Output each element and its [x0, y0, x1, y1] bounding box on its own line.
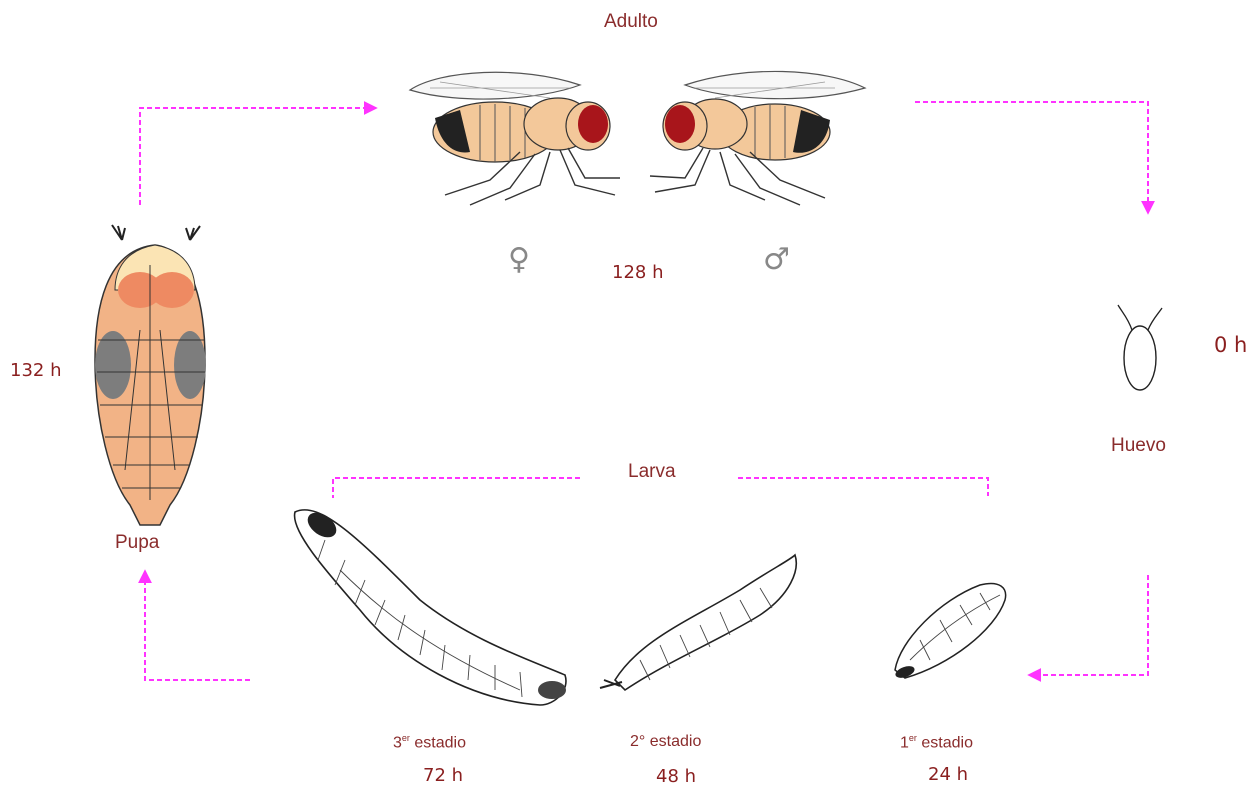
arrow-egg-to-larva — [1030, 575, 1148, 675]
larva-2-stage-number: 2° — [630, 733, 645, 750]
adult-time: 128 h — [612, 262, 664, 283]
arrow-adult-to-egg — [915, 102, 1148, 212]
male-symbol-icon: ♂ — [763, 242, 790, 277]
larva-3-illustration — [295, 508, 566, 705]
adult-label: Adulto — [604, 11, 658, 33]
pupa-time: 132 h — [10, 360, 62, 381]
larva-1-stage-number: 1 — [900, 734, 909, 751]
larva-3-stage-text: estadio — [410, 734, 466, 751]
larva-1-stage-text: estadio — [917, 734, 973, 751]
larva-3-stage-label: 3er estadio — [393, 733, 466, 752]
larva-2-illustration — [600, 555, 796, 690]
egg-label: Huevo — [1111, 435, 1166, 457]
male-fly-illustration — [650, 71, 865, 205]
larva-bracket-right — [738, 478, 988, 496]
pupa-illustration — [95, 225, 206, 525]
female-fly-illustration — [410, 72, 620, 205]
larva-bracket-left — [333, 478, 580, 498]
pupa-label: Pupa — [115, 532, 159, 554]
larva-2-time: 48 h — [656, 766, 696, 787]
larva-2-stage-text: estadio — [645, 733, 701, 750]
female-symbol-icon: ♀ — [508, 242, 530, 277]
egg-time: 0 h — [1214, 333, 1247, 357]
larva-3-stage-suffix: er — [402, 733, 410, 743]
arrow-larva-to-pupa — [145, 572, 250, 680]
egg-illustration — [1118, 305, 1162, 390]
larva-3-stage-number: 3 — [393, 734, 402, 751]
larva-label: Larva — [628, 461, 676, 483]
larva-1-stage-suffix: er — [909, 733, 917, 743]
larva-1-time: 24 h — [928, 764, 968, 785]
larva-1-illustration — [894, 583, 1006, 680]
arrow-pupa-to-adult — [140, 108, 375, 205]
larva-2-stage-label: 2° estadio — [630, 733, 701, 751]
larva-3-time: 72 h — [423, 765, 463, 786]
larva-1-stage-label: 1er estadio — [900, 733, 973, 752]
